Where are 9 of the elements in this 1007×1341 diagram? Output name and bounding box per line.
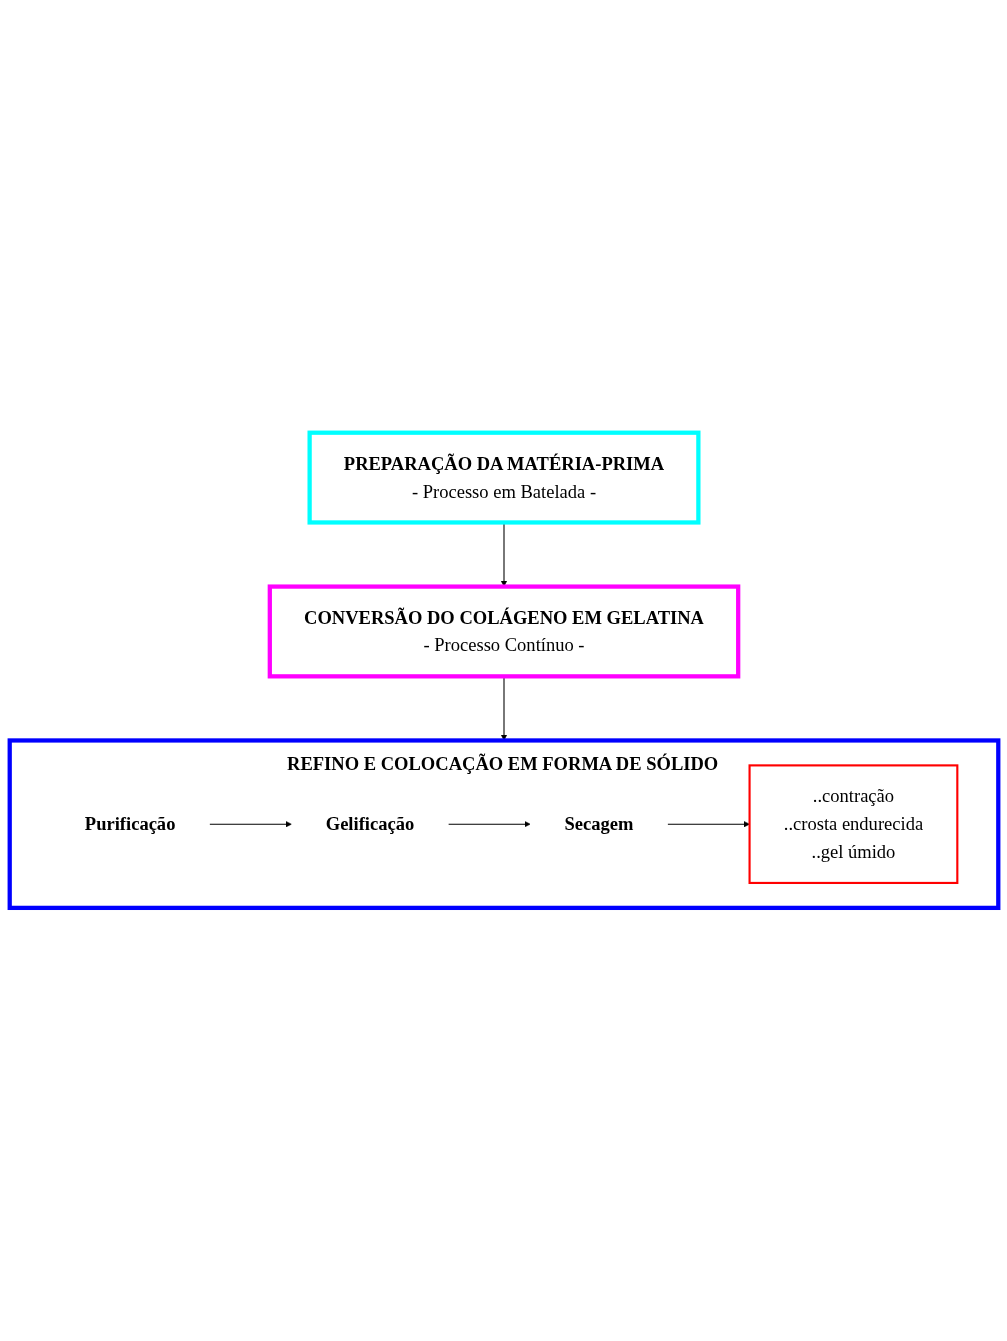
node-text: Purificação [84, 814, 175, 835]
arrow [208, 821, 292, 828]
node-text: Gelificação [325, 814, 414, 835]
node-box: CONVERSÃO DO COLÁGENO EM GELATINA - Processo Contínuo - [267, 584, 740, 679]
node-text: Secagem [564, 814, 633, 835]
arrow [447, 821, 531, 828]
node-box: PREPARAÇÃO DA MATÉRIA-PRIMA - Processo em Batelada - [307, 430, 700, 525]
arrow [666, 821, 750, 828]
node-box: ..contração ..crosta endurecida ..gel úmido [748, 764, 958, 885]
